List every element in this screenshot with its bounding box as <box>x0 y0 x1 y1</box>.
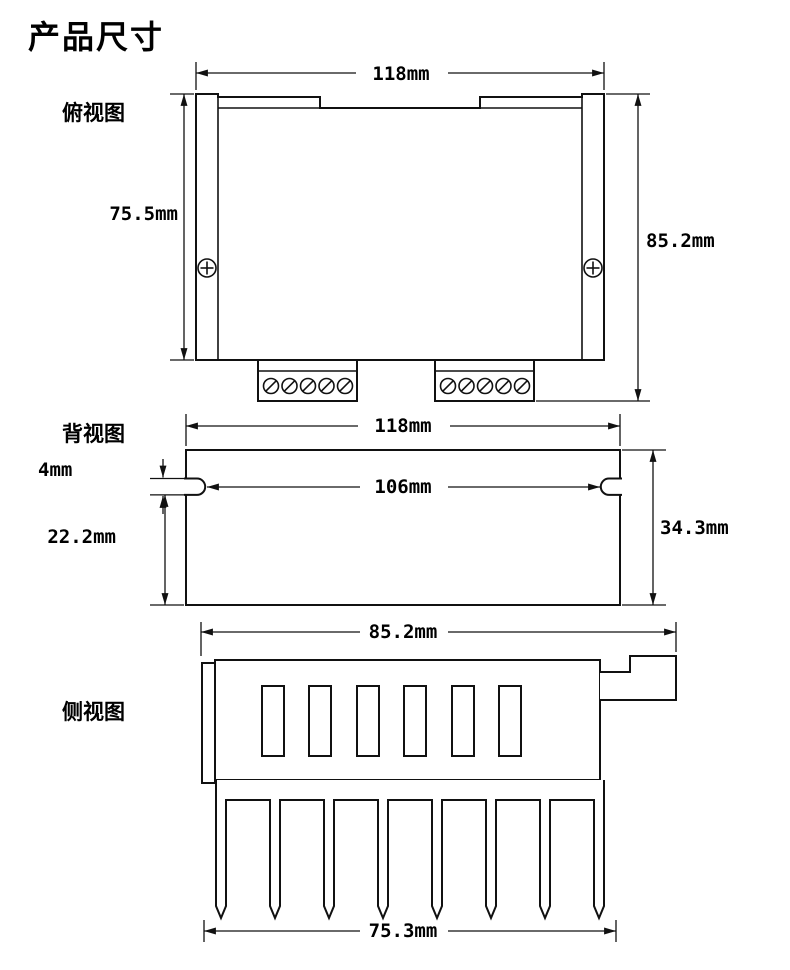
top-view-outline <box>195 93 605 361</box>
back-view-label: 背视图 <box>62 422 125 446</box>
side-view-label: 侧视图 <box>62 700 125 724</box>
heatsink-fins <box>215 780 605 921</box>
top-view: 俯视图 <box>62 62 715 402</box>
terminal-block-right <box>434 359 535 402</box>
mounting-screw-left <box>197 258 217 278</box>
back-notch-dimension: 4mm <box>38 459 184 514</box>
back-lower-height-dimension: 22.2mm <box>47 494 184 606</box>
side-vent-slots <box>261 685 522 757</box>
side-bottom-width-dimension: 75.3mm <box>203 920 617 942</box>
side-top-width-value: 85.2mm <box>369 621 438 643</box>
top-view-label: 俯视图 <box>62 101 125 125</box>
side-bottom-width-value: 75.3mm <box>369 920 438 942</box>
back-width-dimension: 118mm <box>185 414 621 446</box>
back-inner-width-dimension: 106mm <box>207 476 600 498</box>
back-width-value: 118mm <box>374 415 431 437</box>
back-total-height-dimension: 34.3mm <box>622 449 729 606</box>
top-body-height-value: 75.5mm <box>109 203 178 225</box>
side-view: 侧视图 85.2mm <box>62 621 677 942</box>
top-width-value: 118mm <box>372 63 429 85</box>
side-connector-tab <box>600 655 677 701</box>
side-left-flange <box>201 662 216 784</box>
back-right-notch <box>599 477 622 496</box>
back-notch-value: 4mm <box>38 459 72 481</box>
top-total-height-value: 85.2mm <box>646 230 715 252</box>
back-view-outline <box>185 449 621 606</box>
mounting-screw-right <box>583 258 603 278</box>
back-left-notch <box>184 477 207 496</box>
side-top-width-dimension: 85.2mm <box>200 621 677 656</box>
top-body-height-dimension: 75.5mm <box>109 93 194 361</box>
back-lower-height-value: 22.2mm <box>47 526 116 548</box>
back-total-height-value: 34.3mm <box>660 517 729 539</box>
top-total-height-dimension: 85.2mm <box>536 93 715 402</box>
page-title: 产品尺寸 <box>28 18 165 56</box>
top-width-dimension: 118mm <box>195 62 605 90</box>
back-view: 背视图 118mm 4mm <box>38 414 729 606</box>
back-inner-width-value: 106mm <box>374 476 431 498</box>
terminal-block-left <box>257 359 358 402</box>
